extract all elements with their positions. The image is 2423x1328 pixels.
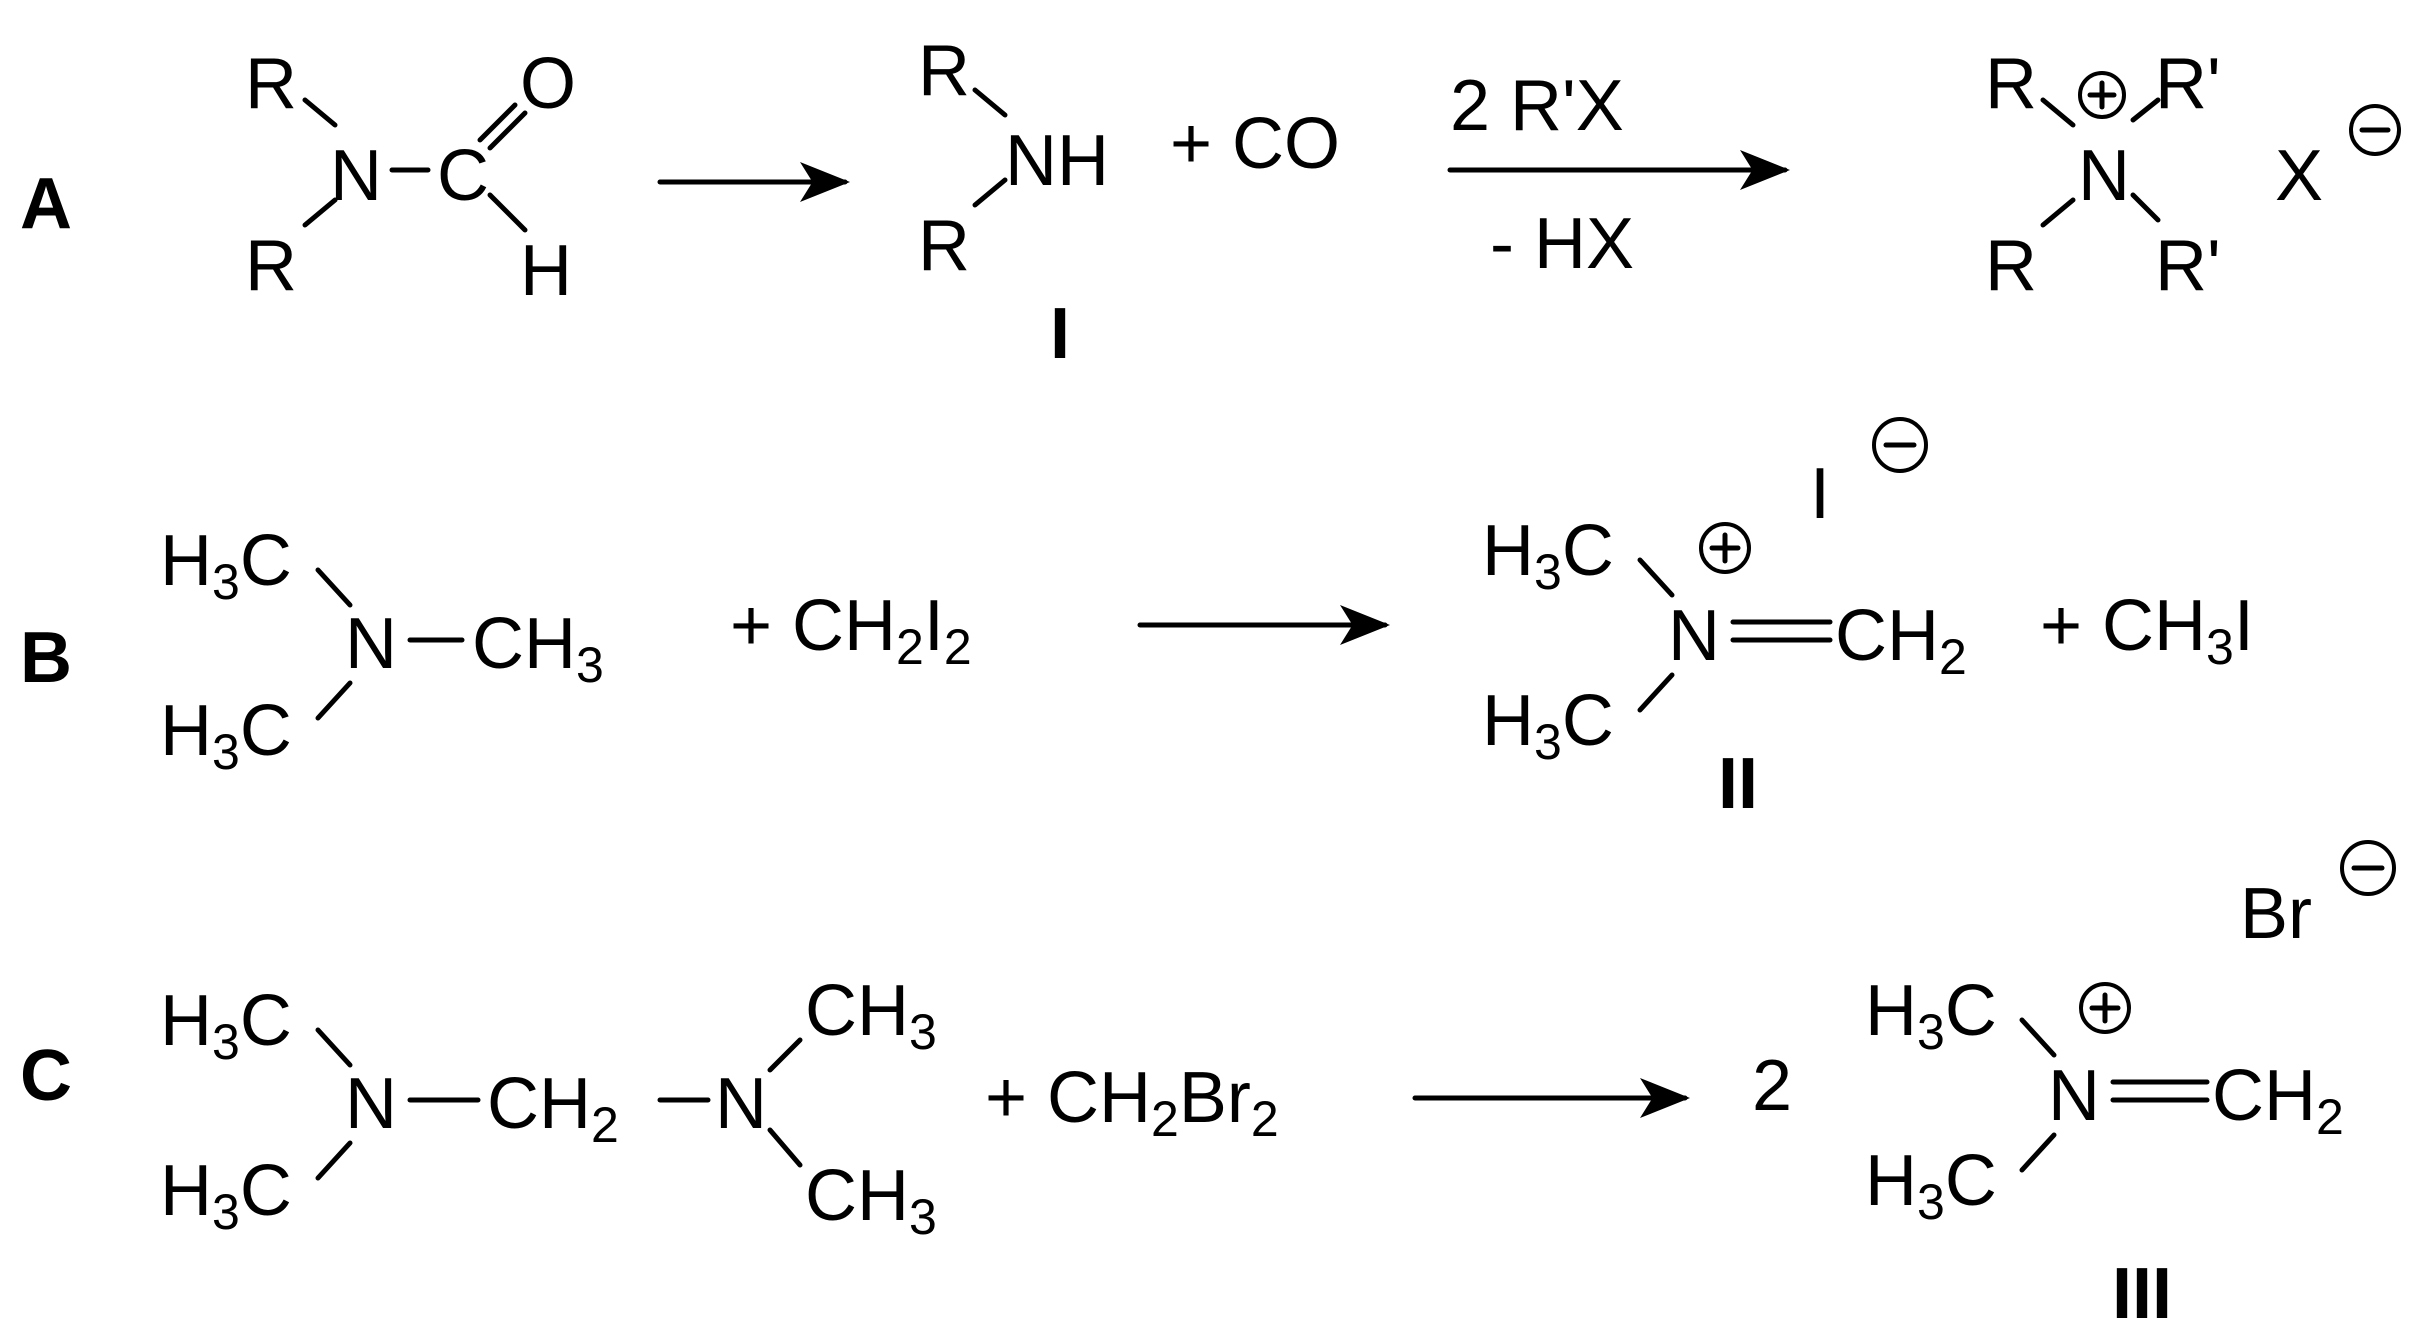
- bond: [767, 1037, 803, 1073]
- reaction-c: C H3C H3C N CH2 N CH3 CH3: [20, 840, 2396, 1328]
- reaction-a: A R R N C O H R R NH I + CO 2 R'X: [20, 31, 2401, 374]
- bond: [2019, 1132, 2057, 1173]
- amine-nh: NH: [1005, 121, 1109, 201]
- bond: [477, 102, 518, 143]
- bond: [315, 1140, 353, 1181]
- amide-carbon: C: [437, 136, 489, 216]
- methylene: CH2: [1835, 596, 1967, 685]
- product-nitrogen: N: [2078, 136, 2130, 216]
- methyl-top: H3C: [1865, 971, 1997, 1060]
- bond: [767, 1127, 803, 1168]
- bond: [2040, 197, 2076, 228]
- plus-carbon-monoxide: + CO: [1170, 104, 1340, 184]
- bond: [1637, 672, 1675, 713]
- reagent-alkyl-halide: 2 R'X: [1450, 66, 1624, 146]
- counter-anion-bromide: Br: [2240, 874, 2312, 954]
- product-r-top-right: R': [2155, 44, 2221, 124]
- bond: [972, 87, 1008, 118]
- methyl-bottom: H3C: [160, 691, 292, 780]
- iminium-nitrogen: N: [2048, 1056, 2100, 1136]
- reaction-label-a: A: [20, 164, 72, 244]
- bond: [972, 177, 1008, 208]
- bond: [1637, 557, 1675, 598]
- amine-r-top: R: [918, 31, 970, 111]
- bond: [315, 1027, 353, 1068]
- positive-charge-icon: [2079, 982, 2131, 1034]
- compound-label-ii: II: [1718, 744, 1758, 824]
- iminium-structure-iii: H3C H3C N CH2 Br III: [1865, 840, 2396, 1328]
- bond: [302, 197, 338, 228]
- diamine-structure: H3C H3C N CH2 N CH3 CH3: [160, 971, 937, 1245]
- secondary-amine-structure: R R NH I: [918, 31, 1109, 374]
- counter-anion-iodide: I: [1810, 454, 1830, 534]
- product-r-bottom-left: R: [1985, 226, 2037, 306]
- amide-hydrogen: H: [520, 231, 572, 311]
- byproduct-methyl-iodide: + CH3I: [2040, 586, 2254, 675]
- methyl-bottom-left: H3C: [160, 1151, 292, 1240]
- amide-r-top: R: [245, 44, 297, 124]
- compound-label-i: I: [1050, 294, 1070, 374]
- negative-charge-icon: [2349, 104, 2401, 156]
- iminium-structure-ii: H3C H3C N CH2 I II: [1482, 417, 1967, 824]
- reagent-diiodomethane: + CH2I2: [730, 586, 972, 675]
- bond: [487, 110, 528, 151]
- amide-oxygen: O: [520, 44, 576, 124]
- bond: [315, 567, 353, 608]
- byproduct-hx: - HX: [1490, 204, 1634, 284]
- methyl-top: H3C: [160, 521, 292, 610]
- stoichiometric-coefficient: 2: [1752, 1046, 1792, 1126]
- compound-label-iii: III: [2112, 1254, 2172, 1328]
- bond: [2040, 97, 2076, 128]
- methyl-bottom: H3C: [1865, 1141, 1997, 1230]
- trimethylamine-structure: H3C H3C N CH3: [160, 521, 604, 780]
- bond: [315, 680, 353, 721]
- methyl-top: H3C: [1482, 511, 1614, 600]
- quaternary-ammonium-structure: R R R' R' N X: [1985, 44, 2401, 306]
- amine-nitrogen: N: [345, 604, 397, 684]
- positive-charge-icon: [1699, 522, 1751, 574]
- methylene-bridge: CH2: [487, 1064, 619, 1153]
- methyl-top-left: H3C: [160, 981, 292, 1070]
- reagent-dibromomethane: + CH2Br2: [985, 1058, 1279, 1147]
- positive-charge-icon: [2078, 71, 2126, 119]
- negative-charge-icon: [1872, 417, 1928, 473]
- bond: [487, 192, 528, 233]
- reaction-b: B H3C H3C N CH3 + CH2I2 H3C: [20, 417, 2254, 824]
- reaction-label-c: C: [20, 1036, 72, 1116]
- bond: [2019, 1017, 2057, 1058]
- bond: [2130, 97, 2161, 123]
- methylene: CH2: [2212, 1056, 2344, 1145]
- product-r-bottom-right: R': [2155, 226, 2221, 306]
- product-r-top-left: R: [1985, 44, 2037, 124]
- amide-nitrogen: N: [330, 136, 382, 216]
- reaction-label-b: B: [20, 618, 72, 698]
- bond: [302, 97, 338, 128]
- methyl-right: CH3: [472, 604, 604, 693]
- methyl-top-right: CH3: [805, 971, 937, 1060]
- formamide-structure: R R N C O H: [245, 44, 576, 311]
- nitrogen-left: N: [345, 1064, 397, 1144]
- methyl-bottom: H3C: [1482, 681, 1614, 770]
- nitrogen-right: N: [715, 1064, 767, 1144]
- methyl-bottom-right: CH3: [805, 1156, 937, 1245]
- bond: [2130, 192, 2161, 223]
- amine-r-bottom: R: [918, 206, 970, 286]
- iminium-nitrogen: N: [1668, 596, 1720, 676]
- amide-r-bottom: R: [245, 226, 297, 306]
- negative-charge-icon: [2340, 840, 2396, 896]
- counter-anion-x: X: [2275, 136, 2323, 216]
